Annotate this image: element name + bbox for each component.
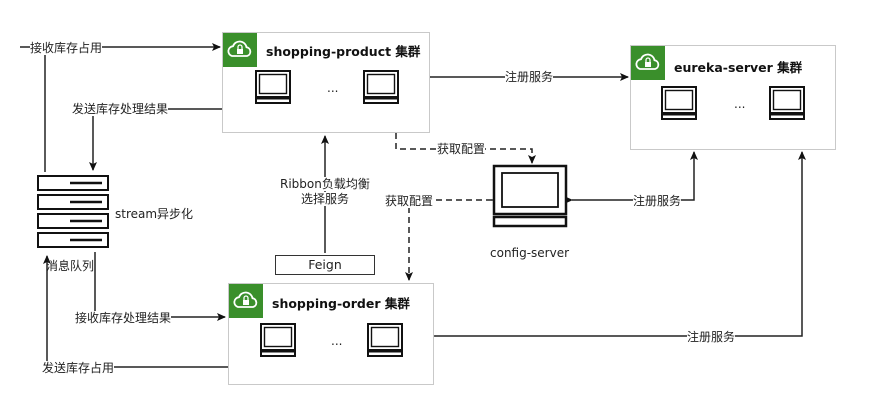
config-server-label: config-server — [490, 246, 570, 260]
label-receive-stock-result: 接收库存处理结果 — [75, 311, 172, 325]
label-register-product: 注册服务 — [505, 70, 554, 84]
ellipsis: ... — [734, 97, 746, 111]
label-get-config-product: 获取配置 — [437, 142, 486, 156]
cloud-lock-icon — [631, 46, 665, 80]
feign-box: Feign — [275, 255, 375, 275]
edge-get-config-order — [405, 196, 500, 281]
label-ribbon-line1: Ribbon负载均衡 — [280, 177, 370, 191]
ellipsis: ... — [331, 334, 343, 348]
shopping-product-title: shopping-product 集群 — [266, 44, 421, 59]
eureka-server-cluster: eureka-server 集群 ... — [630, 45, 836, 150]
monitor-icon — [769, 86, 805, 120]
shopping-order-cluster: shopping-order 集群 ... — [228, 283, 434, 385]
cloud-lock-icon — [223, 33, 257, 67]
server-stack-icon — [37, 175, 109, 248]
cloud-lock-icon — [229, 284, 263, 318]
edge-register-order — [427, 151, 806, 340]
config-server-monitor-icon — [492, 164, 568, 228]
monitor-icon — [260, 323, 296, 357]
message-queue-label: 消息队列 — [46, 259, 95, 273]
label-register-order: 注册服务 — [687, 330, 736, 344]
edge-receive-stock-result — [94, 252, 226, 321]
edge-send-stock-result — [89, 108, 222, 171]
edge-register-config — [564, 151, 698, 204]
label-ribbon-line2: 选择服务 — [301, 192, 350, 206]
shopping-order-title: shopping-order 集群 — [272, 296, 410, 311]
monitor-icon — [661, 86, 697, 120]
label-stream-async: stream异步化 — [115, 207, 194, 221]
label-register-config: 注册服务 — [633, 194, 682, 208]
label-receive-stock-top: 接收库存占用 — [30, 41, 103, 55]
label-get-config-order: 获取配置 — [385, 194, 434, 208]
eureka-server-title: eureka-server 集群 — [674, 60, 803, 75]
monitor-icon — [367, 323, 403, 357]
monitor-icon — [363, 70, 399, 104]
shopping-product-cluster: shopping-product 集群 ... — [222, 32, 430, 133]
monitor-icon — [255, 70, 291, 104]
label-send-stock-bottom: 发送库存占用 — [42, 361, 115, 375]
ellipsis: ... — [327, 81, 339, 95]
label-send-stock-result: 发送库存处理结果 — [72, 102, 169, 116]
